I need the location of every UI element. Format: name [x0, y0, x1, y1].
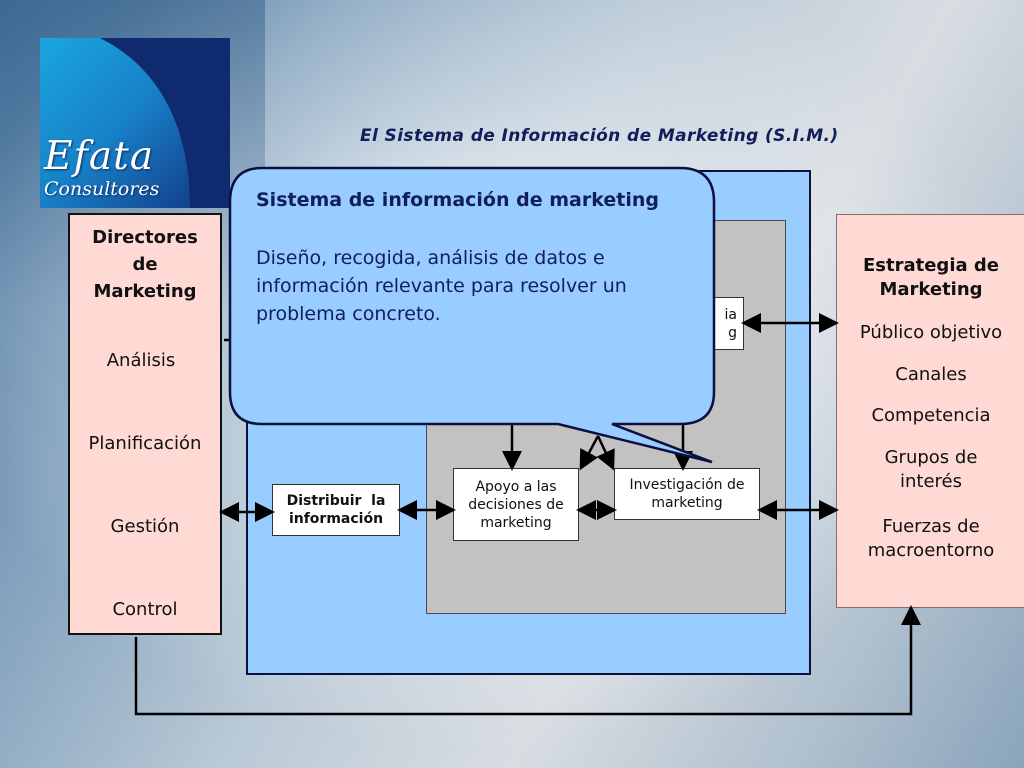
left-item-control: Control: [112, 599, 178, 620]
arrow-diag-left: [579, 435, 600, 471]
distribuir-informacion-box: Distribuir la información: [272, 484, 400, 536]
right-item-grupos-line: interés: [900, 471, 962, 492]
left-item-analisis: Análisis: [106, 350, 176, 371]
estrategia-heading-line: Marketing: [879, 279, 983, 300]
callout-bubble: [228, 166, 716, 464]
slide-title: El Sistema de Información de Marketing (…: [360, 126, 839, 146]
right-item-grupos-line: Grupos de: [884, 447, 978, 468]
right-item-grupos: Grupos de interés: [836, 446, 1024, 494]
directores-heading: Directores de Marketing: [68, 224, 222, 305]
estrategia-heading-line: Estrategia de: [862, 255, 999, 276]
estrategia-panel: [836, 214, 1024, 608]
arrow-diag-right: [596, 435, 615, 471]
distribuir-line: Distribuir la: [286, 493, 386, 509]
right-item-fuerzas-line: Fuerzas de: [882, 516, 980, 537]
investigacion-marketing-box: Investigación de marketing: [614, 468, 760, 520]
right-item-fuerzas-line: macroentorno: [867, 540, 995, 561]
distribuir-line: información: [288, 511, 384, 527]
estrategia-heading: Estrategia de Marketing: [836, 254, 1024, 302]
directores-heading-line: Directores: [92, 227, 198, 248]
right-item-canales: Canales: [895, 364, 967, 385]
right-item-fuerzas: Fuerzas de macroentorno: [836, 515, 1024, 563]
investigacion-line: Investigación de: [629, 477, 745, 493]
apoyo-line: Apoyo a las: [475, 479, 557, 495]
directores-heading-line: Marketing: [93, 281, 197, 302]
callout-body: Diseño, recogida, análisis de datos e in…: [256, 247, 627, 325]
partially-hidden-box-line: g: [728, 325, 737, 341]
directores-panel: [68, 213, 222, 635]
partially-hidden-box-line: ia: [724, 307, 737, 323]
logo-wave-shape: [100, 38, 230, 208]
directores-heading-line: de: [132, 254, 158, 275]
logo-subtitle: Consultores: [44, 178, 160, 200]
logo-name: Efata: [44, 134, 155, 179]
investigacion-line: marketing: [651, 495, 723, 511]
right-item-publico: Público objetivo: [859, 322, 1003, 343]
apoyo-line: decisiones de: [468, 497, 564, 513]
apoyo-line: marketing: [480, 515, 552, 531]
left-item-gestion: Gestión: [110, 516, 180, 537]
arrow-feedback-loop: [134, 605, 921, 716]
left-item-planificacion: Planificación: [88, 433, 202, 454]
callout-title: Sistema de información de marketing: [256, 189, 659, 211]
apoyo-decisiones-box: Apoyo a las decisiones de marketing: [453, 468, 579, 541]
right-item-competencia: Competencia: [871, 405, 991, 426]
